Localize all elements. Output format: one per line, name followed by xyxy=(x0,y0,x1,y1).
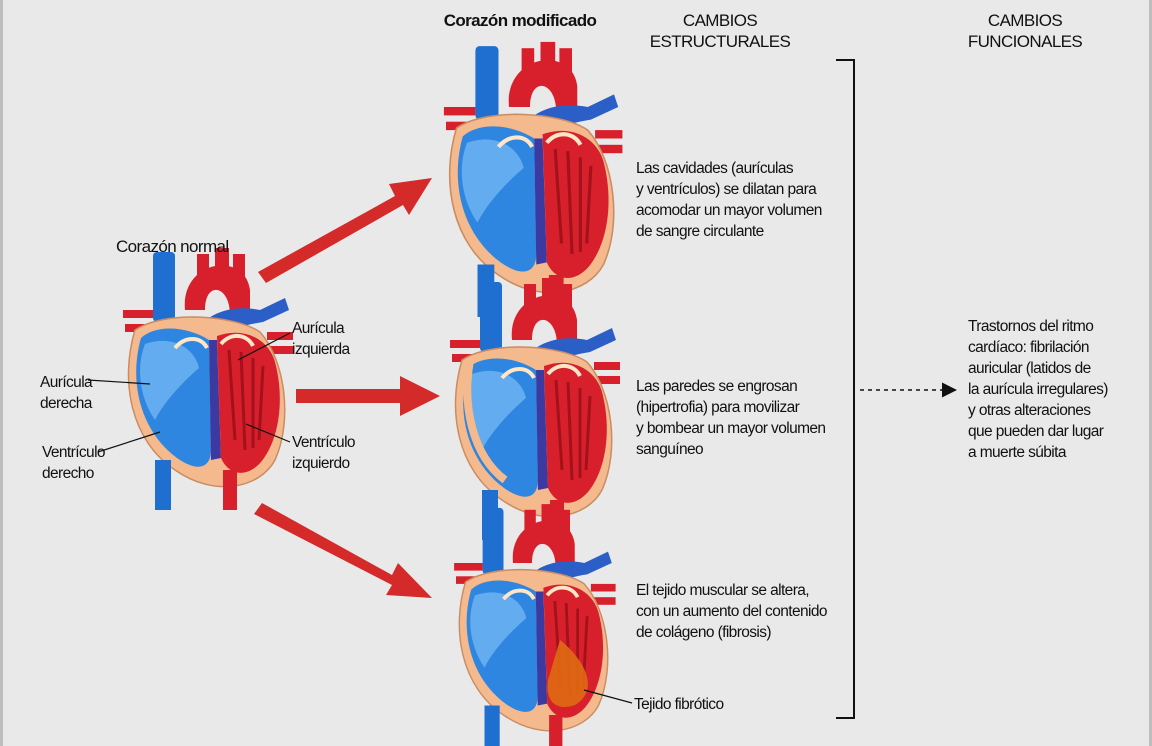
header-modified-heart: Corazón modificado xyxy=(440,10,600,31)
label-left-ventricle: Ventrículo izquierdo xyxy=(292,432,355,474)
hypertrophied-heart-illustration xyxy=(450,278,620,540)
structural-change-fibrosis: El tejido muscular se altera, con un aum… xyxy=(636,580,836,643)
header-normal-heart: Corazón normal xyxy=(116,236,229,257)
arrow-to-hypertrophy xyxy=(296,376,440,416)
arrow-to-fibrosis xyxy=(254,503,432,598)
structural-bracket xyxy=(836,60,854,718)
header-structural-changes: CAMBIOS ESTRUCTURALES xyxy=(630,10,810,52)
structural-change-dilation: Las cavidades (aurículas y ventrículos) … xyxy=(636,158,836,242)
fibrotic-heart-illustration xyxy=(454,504,615,746)
dilated-heart-illustration xyxy=(444,42,623,317)
label-right-atrium: Aurícula derecha xyxy=(40,372,92,414)
functional-change-arrhythmia: Trastornos del ritmo cardíaco: fibrilaci… xyxy=(968,316,1128,463)
label-left-atrium: Aurícula izquierda xyxy=(292,318,350,360)
normal-heart-illustration xyxy=(123,248,293,510)
header-functional-changes: CAMBIOS FUNCIONALES xyxy=(950,10,1100,52)
arrow-to-dilated xyxy=(258,178,432,283)
label-fibrotic-tissue: Tejido fibrótico xyxy=(634,694,723,715)
label-right-ventricle: Ventrículo derecho xyxy=(42,442,105,484)
structural-change-hypertrophy: Las paredes se engrosan (hipertrofia) pa… xyxy=(636,376,836,460)
